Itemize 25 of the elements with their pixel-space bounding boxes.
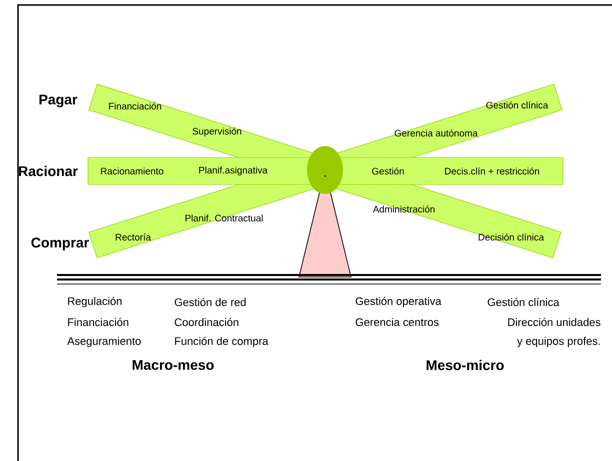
label: Función de compra [175,336,268,348]
heading: Comprar [31,238,89,250]
label: Coordinación [174,318,238,326]
heading: Macro-meso [132,360,214,370]
bar-text: Supervisión [192,128,242,136]
label: Dirección unidades [508,318,600,326]
bar-text: Gestión clínica [486,101,548,109]
label: Gestión clínica [488,298,560,306]
label: Gestión operativa [356,296,442,308]
bar-text: Racionamiento [101,168,164,174]
bar-text: Gestión [372,167,404,175]
bar-text: Planif.asignativa [199,166,268,176]
bar-text: Rectoría [116,233,151,241]
heading: Racionar [19,166,78,176]
bar-text: Financiación [109,102,162,110]
label: Gestión de red [174,298,246,306]
label: Regulación [68,296,122,308]
bar-text: Decis.clín + restricción [445,167,540,175]
label: Aseguramiento [67,336,141,348]
label: Gerencia centros [356,318,439,326]
heading: Pagar [40,94,78,108]
label: y equipos profes. [517,336,600,348]
heading: Meso-micro [426,360,504,370]
label: Financiación [68,318,128,326]
bar-text: Gerencia autónoma [394,129,478,137]
